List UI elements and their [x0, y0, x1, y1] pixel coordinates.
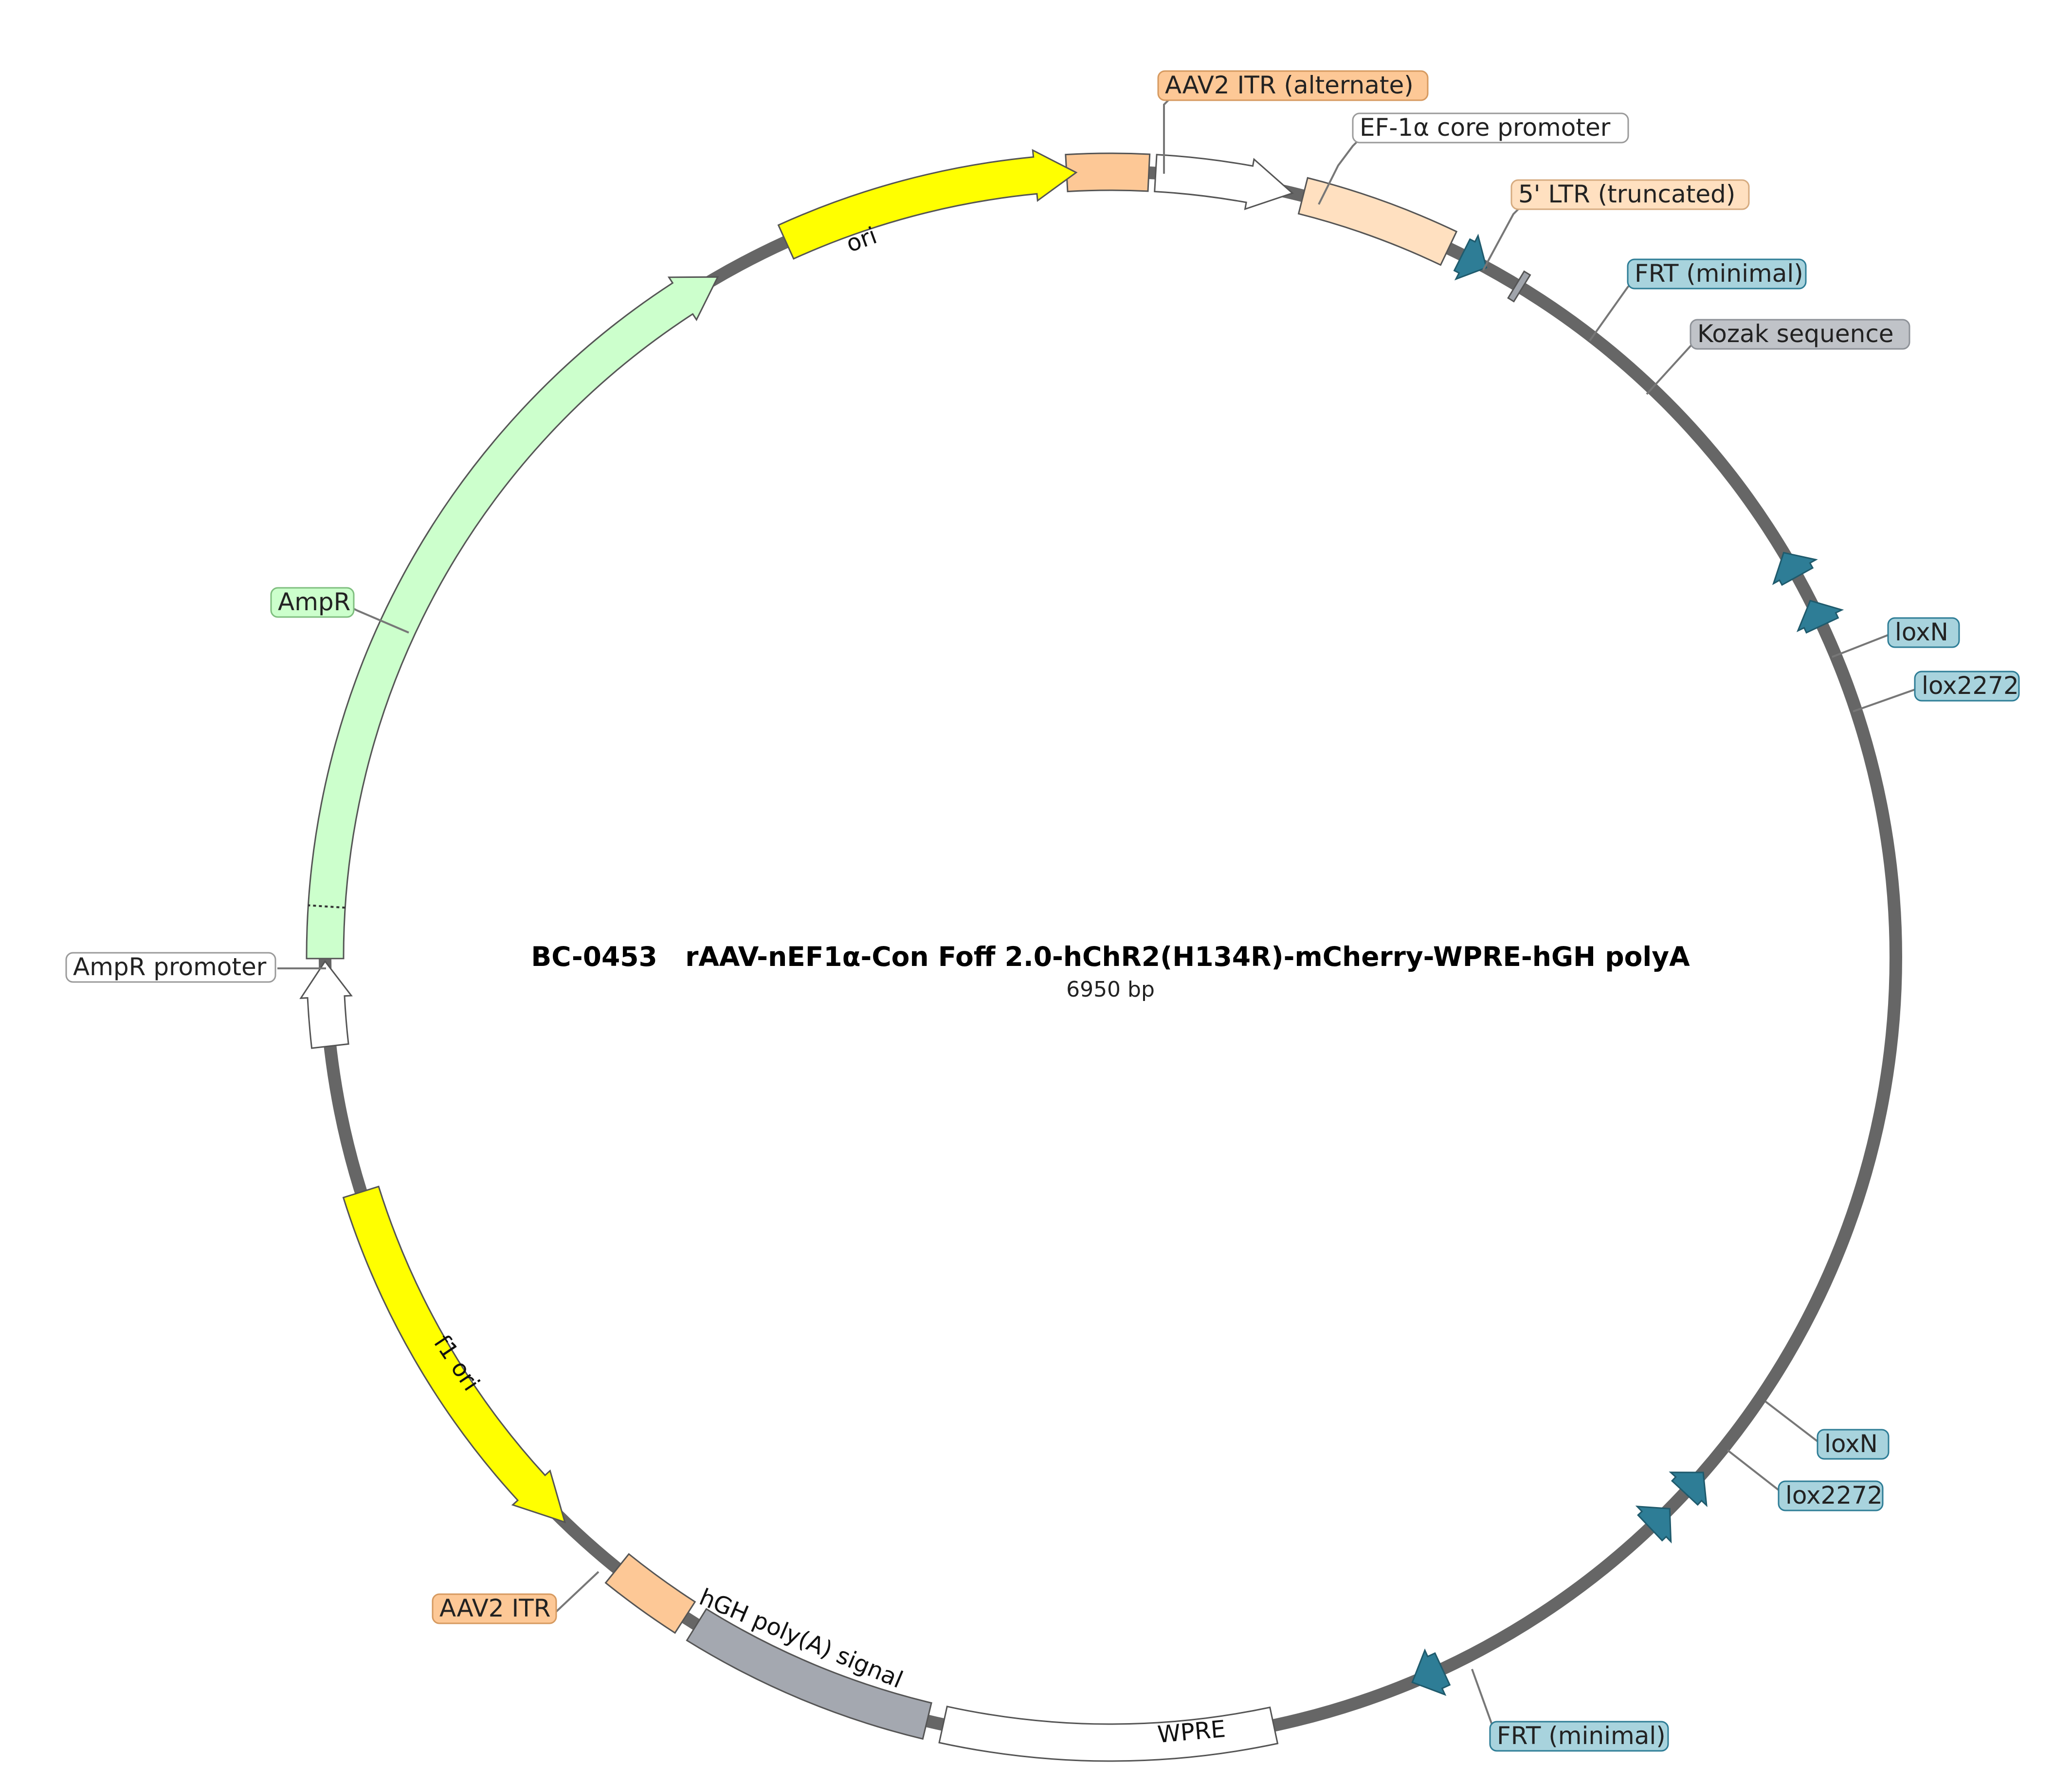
feature-label-lox2272-top[interactable]: lox2272	[1914, 671, 2020, 702]
feature-arc-hgh-poly-a-signal-11[interactable]	[686, 1608, 932, 1740]
svg-text:loxN: loxN	[1824, 1430, 1878, 1458]
feature-arc-frt-minimal-9[interactable]	[1411, 1648, 1451, 1696]
feature-arc-5-ltr-truncated-2[interactable]	[1297, 177, 1458, 266]
feature-arc-loxn-7[interactable]	[1669, 1472, 1708, 1508]
leader-line-loxn-top	[1832, 632, 1893, 658]
feature-arcs	[299, 149, 1844, 1762]
feature-label-ampr-promoter[interactable]: AmpR promoter	[65, 952, 276, 983]
svg-text:FRT (minimal): FRT (minimal)	[1497, 1722, 1666, 1750]
leader-line-aav2-itr	[551, 1571, 600, 1617]
feature-arc-f1-ori-13[interactable]	[342, 1185, 566, 1524]
feature-label-kozak[interactable]: Kozak sequence	[1690, 319, 1910, 350]
leader-line-loxn-bottom	[1764, 1400, 1823, 1445]
feature-label-5ltr-truncated[interactable]: 5' LTR (truncated)	[1510, 179, 1750, 210]
svg-text:5' LTR (truncated): 5' LTR (truncated)	[1518, 180, 1735, 208]
feature-label-lox2272-bottom[interactable]: lox2272	[1778, 1480, 1884, 1511]
feature-arc-lox2272-8[interactable]	[1635, 1506, 1672, 1544]
feature-label-aav2-itr-alt[interactable]: AAV2 ITR (alternate)	[1157, 70, 1429, 101]
feature-label-loxn-bottom[interactable]: loxN	[1817, 1429, 1890, 1460]
feature-label-loxn-top[interactable]: loxN	[1887, 617, 1960, 648]
plasmid-title: BC-0453 rAAV-nEF1α-Con Foff 2.0-hChR2(H1…	[531, 941, 1690, 972]
leader-line-lox2272-top	[1853, 686, 1920, 712]
svg-text:AmpR promoter: AmpR promoter	[73, 953, 267, 981]
leader-line-lox2272-bottom	[1727, 1449, 1784, 1494]
feature-arc-ampr-15[interactable]	[306, 276, 719, 960]
svg-text:lox2272: lox2272	[1785, 1481, 1883, 1509]
svg-text:AAV2 ITR (alternate): AAV2 ITR (alternate)	[1165, 71, 1414, 99]
feature-arc-ef-1-core-promoter-1[interactable]	[1154, 154, 1294, 210]
svg-text:Kozak sequence: Kozak sequence	[1697, 320, 1894, 348]
svg-text:loxN: loxN	[1895, 618, 1948, 646]
feature-arc-lox2272-6[interactable]	[1796, 600, 1844, 634]
feature-inner-label-wpre: WPRE	[1156, 1715, 1226, 1748]
leader-line-ltr	[1482, 208, 1519, 271]
feature-label-frt-minimal-bottom[interactable]: FRT (minimal)	[1489, 1721, 1669, 1752]
feature-label-ampr[interactable]: AmpR	[270, 587, 355, 618]
svg-text:lox2272: lox2272	[1922, 672, 2019, 700]
leader-line-kozak	[1646, 340, 1697, 395]
feature-label-ef1a-core-promoter[interactable]: EF-1α core promoter	[1352, 112, 1629, 144]
svg-text:EF-1α core promoter: EF-1α core promoter	[1360, 113, 1611, 142]
plasmid-length: 6950 bp	[1066, 977, 1155, 1002]
feature-arc-kozak-sequence-4[interactable]	[1507, 270, 1531, 303]
feature-arc-frt-minimal-3[interactable]	[1453, 234, 1488, 281]
ampr-signal-peptide-divider	[308, 904, 345, 909]
feature-arc-aav2-itr-alternate-0[interactable]	[1065, 152, 1151, 193]
leader-line-frt-top	[1589, 281, 1634, 342]
feature-arc-ampr-promoter-14[interactable]	[299, 960, 353, 1049]
feature-arc-ori-16[interactable]	[777, 149, 1078, 260]
feature-arc-aav2-itr-12[interactable]	[604, 1553, 696, 1634]
feature-arc-wpre-10[interactable]	[938, 1706, 1279, 1762]
leader-line-ef1a	[1318, 140, 1359, 205]
leader-line-aav2-itr-alt	[1163, 99, 1170, 174]
feature-labels: AAV2 ITR (alternate) EF-1α core promoter…	[65, 70, 2020, 1752]
svg-text:FRT (minimal): FRT (minimal)	[1635, 259, 1803, 288]
svg-text:AmpR: AmpR	[278, 588, 350, 616]
feature-label-aav2-itr[interactable]: AAV2 ITR	[432, 1593, 557, 1624]
feature-label-frt-minimal-top[interactable]: FRT (minimal)	[1627, 258, 1807, 290]
svg-text:AAV2 ITR: AAV2 ITR	[439, 1594, 551, 1622]
feature-arc-loxn-5[interactable]	[1772, 551, 1818, 586]
